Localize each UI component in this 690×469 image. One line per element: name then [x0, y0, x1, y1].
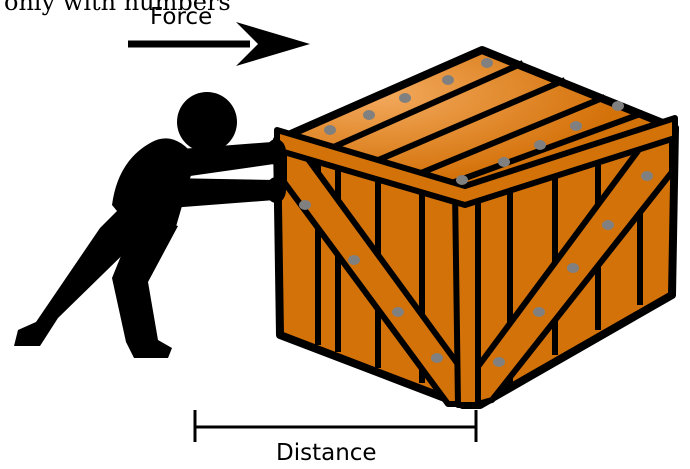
crate-corner-post — [455, 190, 478, 405]
force-arrow — [128, 22, 310, 66]
distance-marker — [195, 410, 476, 442]
stick-figure-person — [14, 92, 286, 358]
wooden-crate — [277, 50, 675, 405]
person-head — [177, 92, 237, 152]
